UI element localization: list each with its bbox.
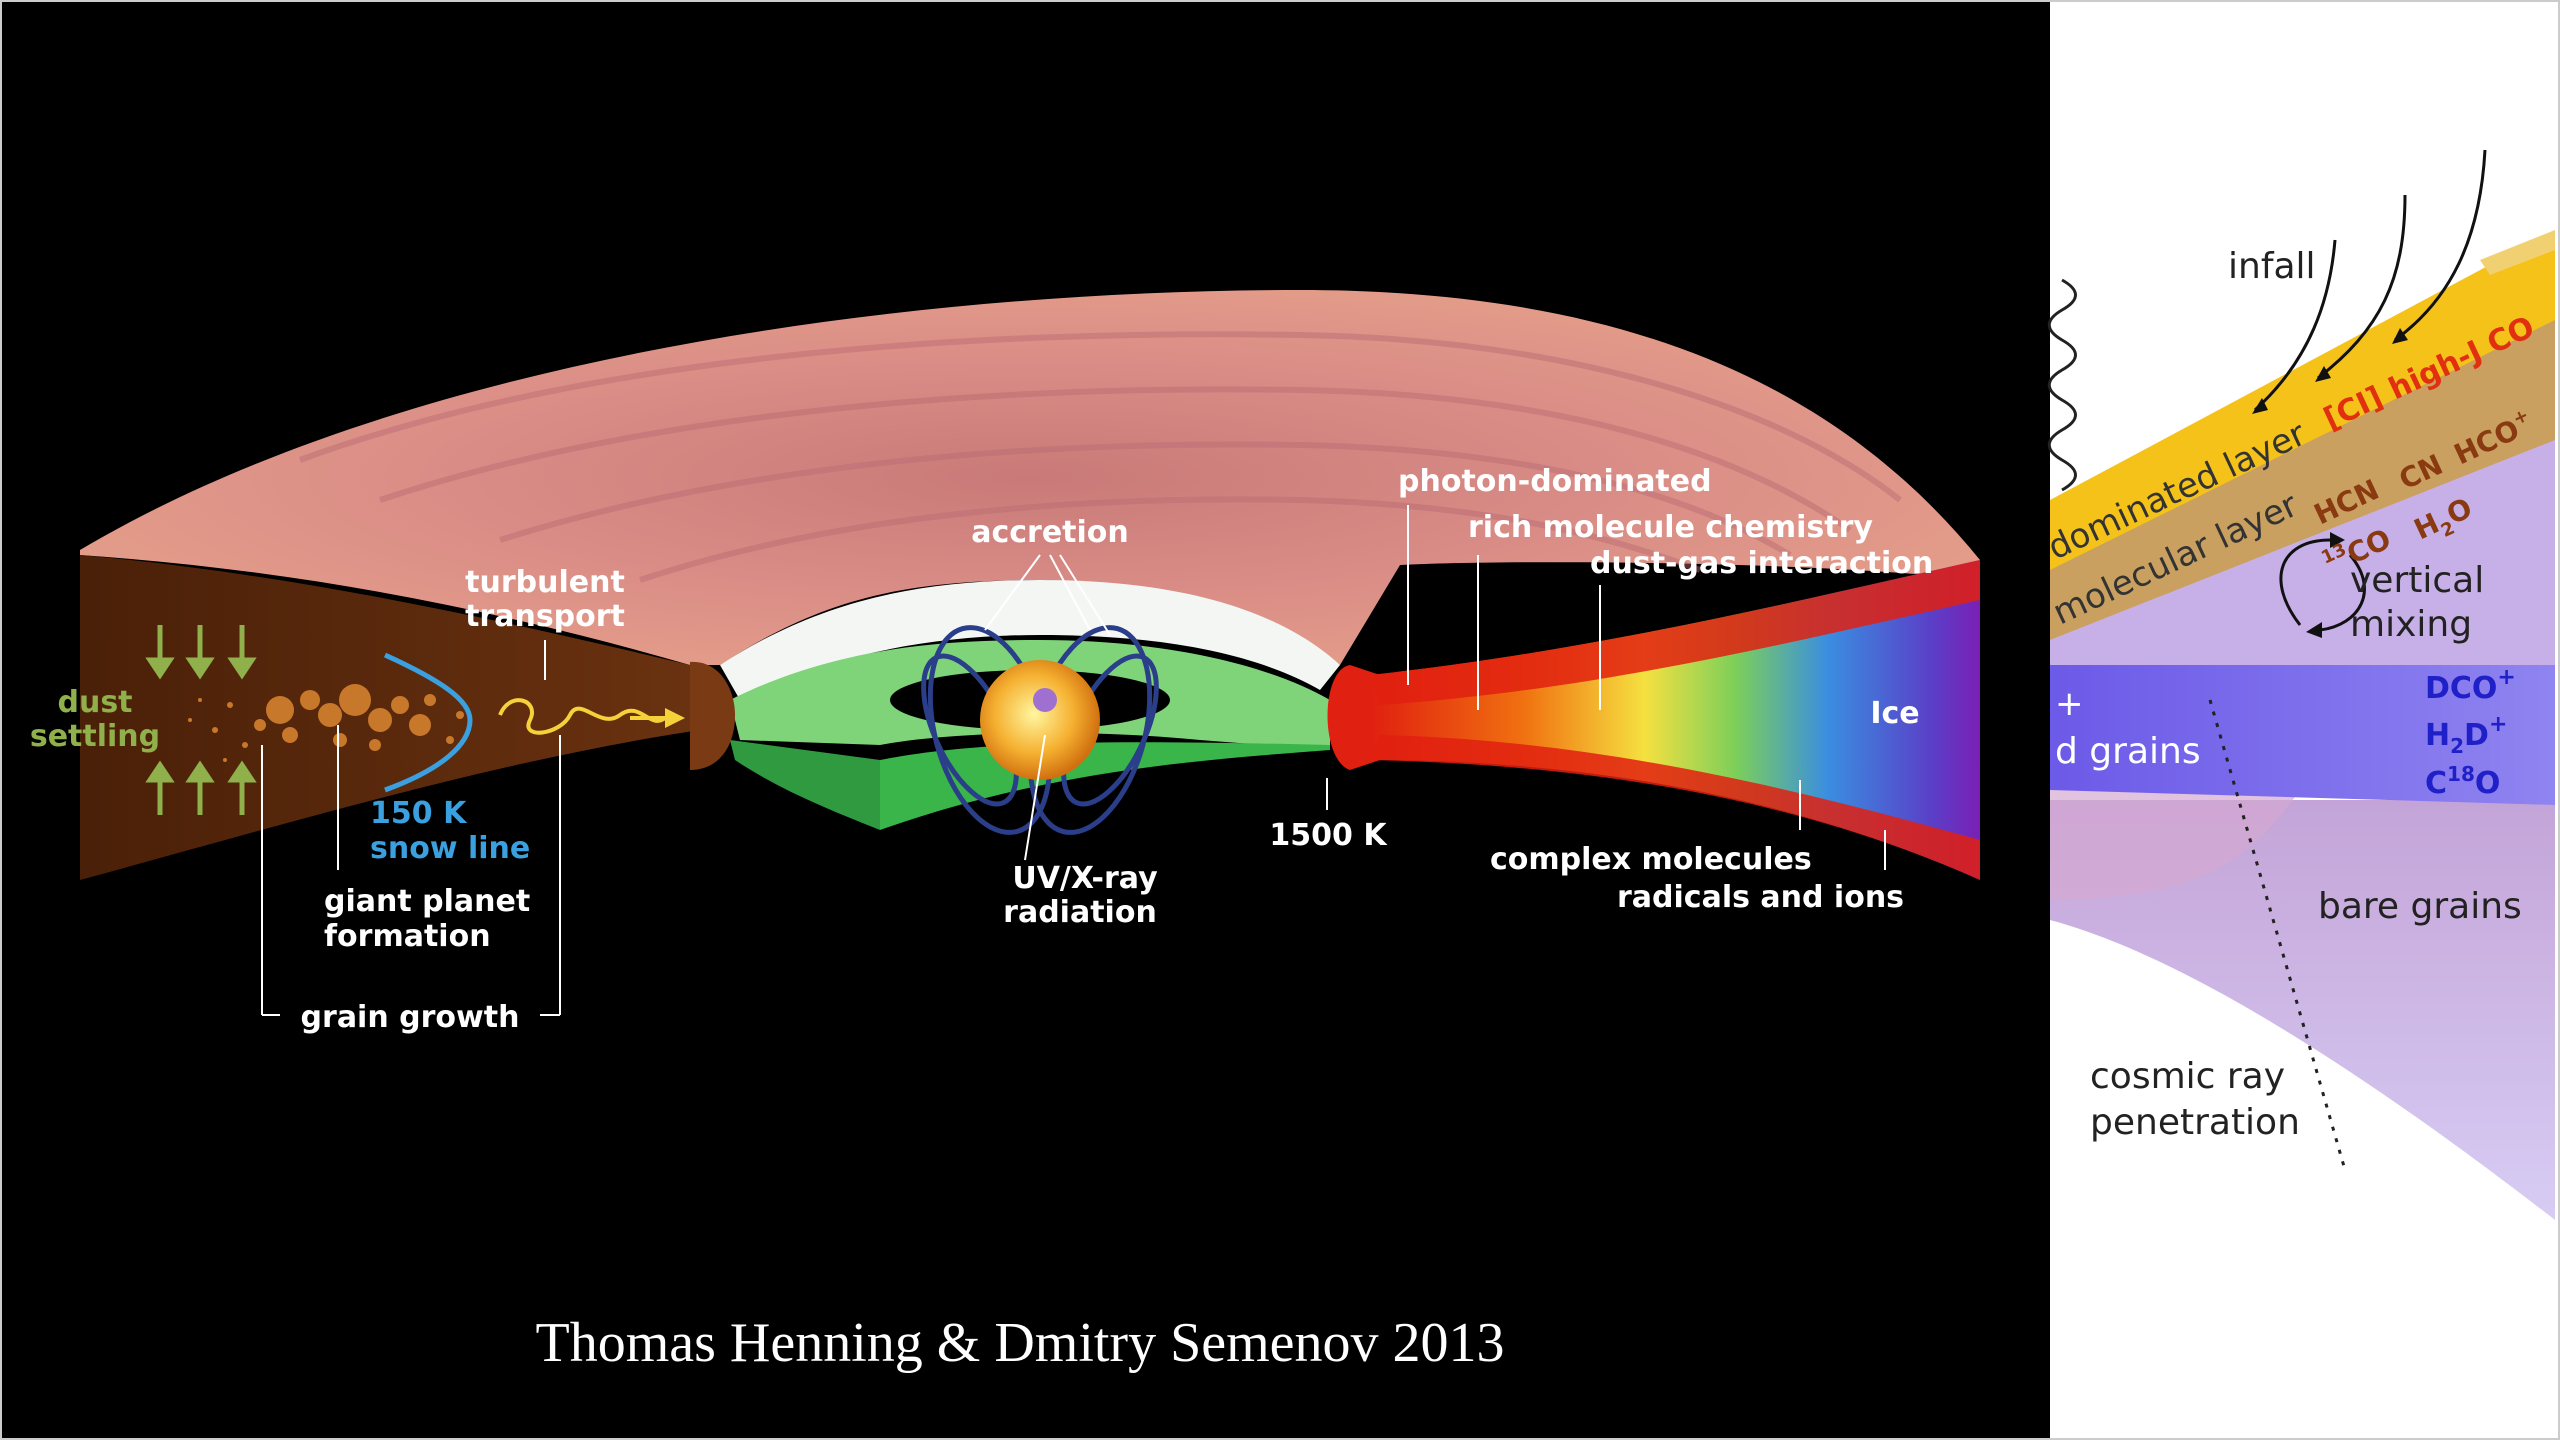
label-uv-xray-2: radiation bbox=[1003, 895, 1157, 930]
label-dust-settling-1: dust bbox=[57, 685, 132, 720]
label-grain-growth: grain growth bbox=[301, 1000, 520, 1035]
h2d-d: D bbox=[2464, 718, 2489, 753]
label-rich-molecule: rich molecule chemistry bbox=[1468, 510, 1873, 545]
h2d-sup: + bbox=[2489, 712, 2507, 737]
h2d-sub: 2 bbox=[2450, 734, 2464, 758]
label-snow-line-temp: 150 K bbox=[370, 796, 468, 831]
star-hotspot bbox=[1033, 688, 1057, 712]
label-cosmic-2: penetration bbox=[2090, 1102, 2300, 1143]
h2d-h: H bbox=[2425, 718, 2450, 753]
label-snow-line: snow line bbox=[370, 831, 530, 866]
dco-plus-base: DCO bbox=[2425, 671, 2497, 706]
label-giant-planet-1: giant planet bbox=[324, 884, 530, 919]
label-vertical-2: mixing bbox=[2350, 604, 2472, 645]
label-complex-molecules: complex molecules bbox=[1490, 842, 1812, 877]
label-giant-planet-2: formation bbox=[324, 919, 491, 954]
label-turbulent-1: turbulent bbox=[465, 565, 625, 600]
dco-plus-sup: + bbox=[2497, 665, 2515, 690]
label-radicals-ions: radicals and ions bbox=[1617, 880, 1904, 915]
label-ice: Ice bbox=[1870, 696, 1919, 731]
label-accretion: accretion bbox=[971, 515, 1129, 550]
c18o-sup: 18 bbox=[2447, 762, 2475, 786]
c18o-o: O bbox=[2475, 766, 2501, 801]
label-inner-temp: 1500 K bbox=[1269, 818, 1388, 853]
credit-line: Thomas Henning & Dmitry Semenov 2013 bbox=[535, 1312, 1504, 1374]
label-cosmic-1: cosmic ray bbox=[2090, 1056, 2285, 1097]
label-dust-gas: dust-gas interaction bbox=[1590, 546, 1933, 581]
label-dust-settling-2: settling bbox=[30, 719, 160, 754]
c18o-c: C bbox=[2425, 766, 2447, 801]
label-photon-dominated: photon-dominated bbox=[1398, 464, 1712, 499]
label-grains-fragment: d grains bbox=[2055, 731, 2201, 772]
label-vertical-1: vertical bbox=[2350, 560, 2484, 601]
label-plus-fragment: + bbox=[2055, 684, 2084, 724]
label-uv-xray-1: UV/X-ray bbox=[1012, 861, 1158, 896]
label-bare-grains: bare grains bbox=[2318, 886, 2522, 927]
label-infall: infall bbox=[2228, 246, 2316, 287]
label-turbulent-2: transport bbox=[465, 599, 625, 634]
